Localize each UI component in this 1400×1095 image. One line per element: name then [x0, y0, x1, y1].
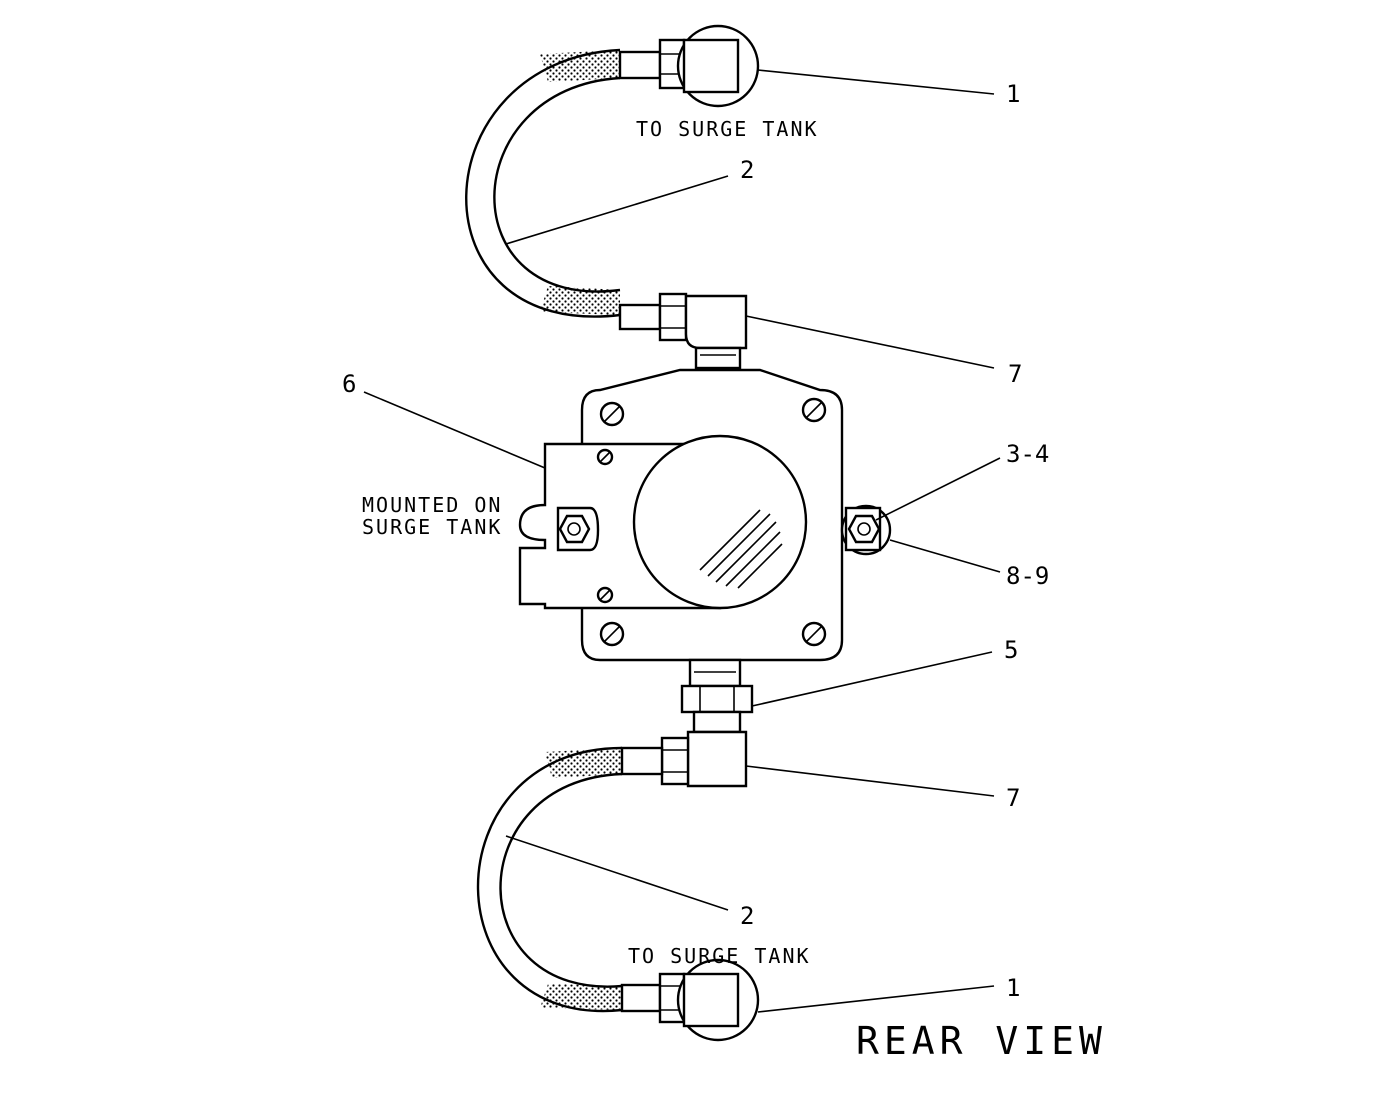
view-title: REAR VIEW	[856, 1019, 1107, 1063]
top-hose	[465, 48, 621, 318]
callout-2-bottom: 2	[740, 902, 754, 930]
top-elbow-fitting	[618, 292, 748, 370]
top-destination-note: TO SURGE TANK	[636, 117, 819, 141]
callout-7-bottom: 7	[1006, 784, 1020, 812]
leader-lines	[363, 69, 1001, 1013]
callout-5: 5	[1004, 636, 1018, 664]
right-bolt-washer	[840, 504, 892, 556]
bottom-connector	[680, 658, 754, 734]
callout-1-top: 1	[1006, 80, 1020, 108]
callout-7-top: 7	[1008, 360, 1022, 388]
callout-8-9: 8-9	[1006, 562, 1049, 590]
bottom-elbow-fitting	[620, 730, 748, 788]
sight-glass	[632, 434, 808, 610]
callout-6: 6	[342, 370, 356, 398]
bottom-destination-note: TO SURGE TANK	[628, 944, 811, 968]
callout-3-4: 3-4	[1006, 440, 1049, 468]
callout-2-top: 2	[740, 156, 754, 184]
mounting-screws	[599, 397, 827, 647]
bottom-fitting	[620, 958, 760, 1042]
callout-1-bottom: 1	[1006, 974, 1020, 1002]
mount-note-line1: MOUNTED ON	[362, 493, 502, 517]
top-fitting	[618, 24, 760, 108]
bottom-hose	[476, 746, 623, 1013]
mount-note-line2: SURGE TANK	[362, 515, 502, 539]
